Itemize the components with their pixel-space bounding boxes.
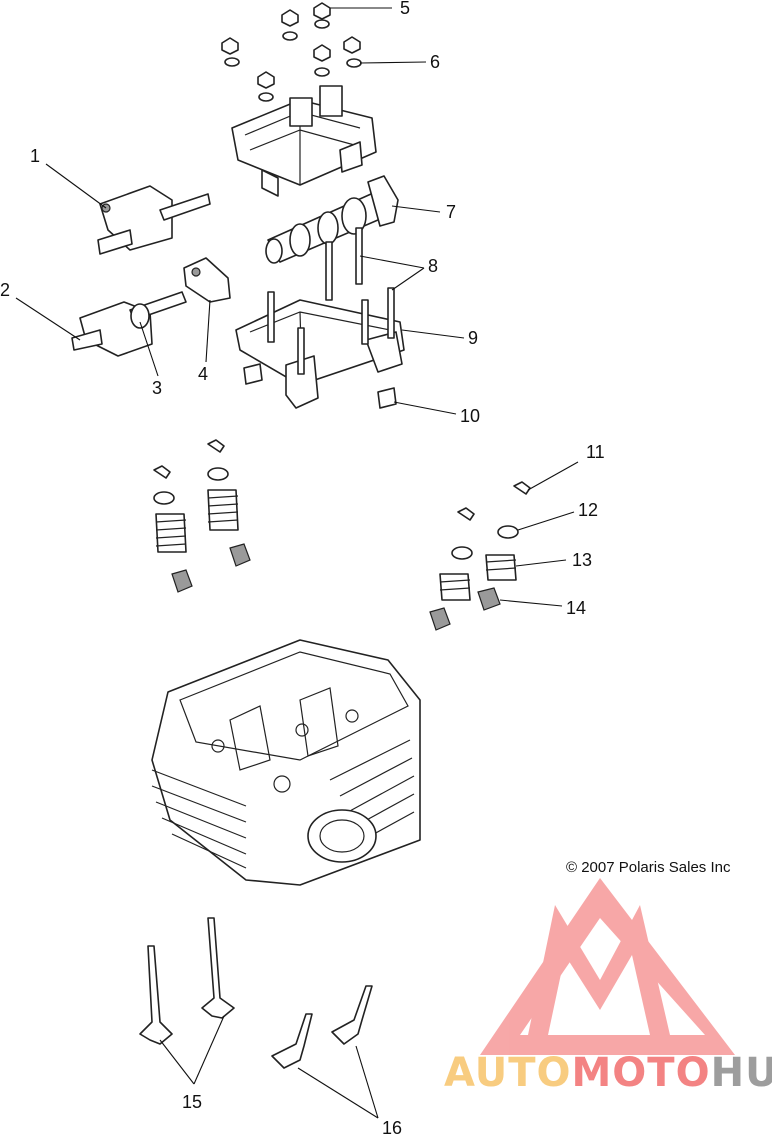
rocker-arm	[183, 257, 231, 303]
callout-15: 15	[182, 1092, 202, 1112]
rocker-arm-with-shaft	[71, 291, 187, 357]
exhaust-port	[307, 809, 377, 863]
dowel-pin	[243, 363, 263, 385]
watermark-text-hub: HUB	[711, 1050, 772, 1096]
rocker-nuts-and-washers	[221, 2, 362, 102]
leader-lines	[15, 7, 579, 1119]
dowel-pin	[377, 387, 397, 409]
callout-4: 4	[198, 364, 208, 384]
watermark-text-moto: MOTO	[572, 1050, 711, 1096]
valve	[201, 917, 235, 1019]
watermark-text-auto: AUTO	[444, 1050, 572, 1096]
callout-9: 9	[468, 328, 478, 348]
washer	[314, 67, 330, 77]
callout-3: 3	[152, 378, 162, 398]
washer	[346, 58, 362, 68]
callout-5: 5	[400, 0, 410, 18]
rocker-arm-assembly	[97, 185, 211, 255]
nut	[343, 36, 361, 54]
rocker-support-bracket	[231, 85, 377, 197]
callout-6: 6	[430, 52, 440, 72]
callout-16: 16	[382, 1118, 402, 1135]
callout-8: 8	[428, 256, 438, 276]
valve	[331, 985, 373, 1045]
nut	[257, 71, 275, 89]
valve-spring	[485, 554, 517, 581]
callout-2: 2	[0, 280, 10, 300]
copyright-notice: © 2007 Polaris Sales Inc	[566, 859, 731, 876]
callout-11: 11	[586, 442, 605, 462]
washer	[224, 57, 240, 67]
camshaft-carrier-with-studs	[235, 227, 405, 409]
valve	[139, 945, 173, 1045]
stud	[325, 241, 333, 301]
callout-7: 7	[446, 202, 456, 222]
nut	[313, 2, 331, 20]
callout-1: 1	[30, 146, 40, 166]
valve-springs-right	[429, 481, 531, 631]
valve	[271, 1013, 313, 1069]
watermark-m-icon	[528, 905, 670, 1035]
stud	[361, 299, 369, 345]
watermark-triangle-icon	[480, 878, 735, 1055]
valves	[139, 917, 373, 1069]
camshaft	[265, 175, 399, 264]
callout-14: 14	[566, 598, 586, 618]
callout-10: 10	[460, 406, 480, 426]
watermark-logo	[480, 878, 735, 1055]
callout-12: 12	[578, 500, 598, 520]
cylinder-head	[151, 639, 421, 886]
watermark-brand-text: AUTOMOTOHUB	[444, 1050, 772, 1096]
washer	[314, 19, 330, 29]
washer	[282, 31, 298, 41]
stud	[297, 327, 305, 375]
callout-13: 13	[572, 550, 592, 570]
valve-stem-seal	[477, 587, 501, 611]
nut	[313, 44, 331, 62]
callout-labels: 1 2 3 4 5 6 7 8 9 10 11 12 13 14 15 16	[0, 0, 605, 1135]
stud	[267, 291, 275, 343]
spring-retainer	[497, 525, 519, 539]
valve-springs-left	[153, 439, 251, 593]
washer	[258, 92, 274, 102]
nut	[281, 9, 299, 27]
nut	[221, 37, 239, 55]
stud	[387, 287, 395, 339]
